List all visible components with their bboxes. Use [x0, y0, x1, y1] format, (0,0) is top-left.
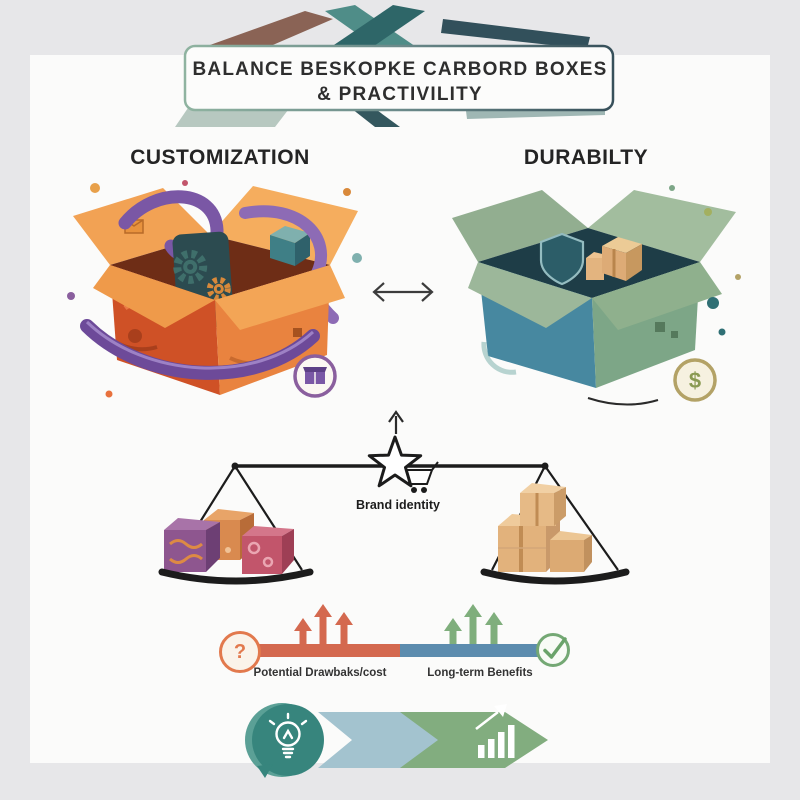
- brand-identity-label: Brand identity: [355, 498, 441, 512]
- ribbon-decoration: [175, 5, 615, 127]
- accent-dots: [669, 185, 741, 336]
- heading-durability: DURABILTY: [523, 146, 649, 169]
- dollar-badge-icon: $: [673, 358, 717, 402]
- title-banner: BALANCE BESKOPKE CARBORD BOXES & PRACTIV…: [190, 57, 610, 107]
- customization-box-illustration: [67, 180, 362, 398]
- purple-ribbon-highlight: [85, 320, 315, 370]
- title-line-1: BALANCE BESKOPKE CARBORD BOXES: [192, 59, 608, 80]
- star-cart-icon: [367, 435, 439, 493]
- benefits-bar: [400, 644, 558, 657]
- drawbacks-bar: [237, 644, 400, 657]
- benefits-label: Long-term Benefits: [427, 667, 533, 679]
- check-icon: [536, 633, 570, 667]
- purple-ribbon-wrap: [80, 319, 320, 380]
- heading-customization: CUSTOMIZATION: [130, 146, 310, 169]
- scale-right-pan: [480, 568, 630, 585]
- green-up-arrows-icon: [444, 604, 503, 646]
- kraft-box-inside: [602, 237, 642, 281]
- teal-cube-icon: [270, 226, 310, 266]
- lightbulb-icon: [268, 712, 308, 759]
- box-front-flaps: [93, 265, 345, 330]
- question-badge-icon: ?: [219, 631, 261, 673]
- title-line-2: & PRACTIVILITY: [317, 84, 483, 105]
- orange-up-arrows-icon: [294, 604, 353, 646]
- growth-chart-icon: [475, 704, 515, 758]
- gear-icon: [173, 249, 208, 284]
- box-front-flaps: [468, 262, 722, 330]
- package-badge-icon: [293, 354, 337, 398]
- bottom-banner: [245, 703, 548, 778]
- balance-scale: [158, 410, 630, 585]
- durability-box-illustration: $: [452, 185, 741, 406]
- title-banner-outline: [183, 44, 615, 112]
- ribbon-slate: [441, 19, 590, 49]
- scale-left-pan: [158, 568, 314, 585]
- chevron-blue: [318, 712, 448, 768]
- double-arrow-icon: [372, 282, 434, 302]
- left-pan-cargo-custom-boxes: [164, 509, 294, 574]
- idea-circle-tail: [257, 764, 273, 778]
- dollar-sign: $: [689, 368, 701, 393]
- accent-dots: [67, 180, 362, 398]
- box-flaps: [452, 190, 736, 262]
- drawbacks-label: Potential Drawbaks/cost: [253, 667, 387, 679]
- up-arrow-icon: [388, 410, 404, 434]
- right-pan-cargo-kraft-boxes: [498, 483, 592, 572]
- shield-icon: [539, 232, 585, 286]
- accent-swoosh-line: [587, 397, 659, 406]
